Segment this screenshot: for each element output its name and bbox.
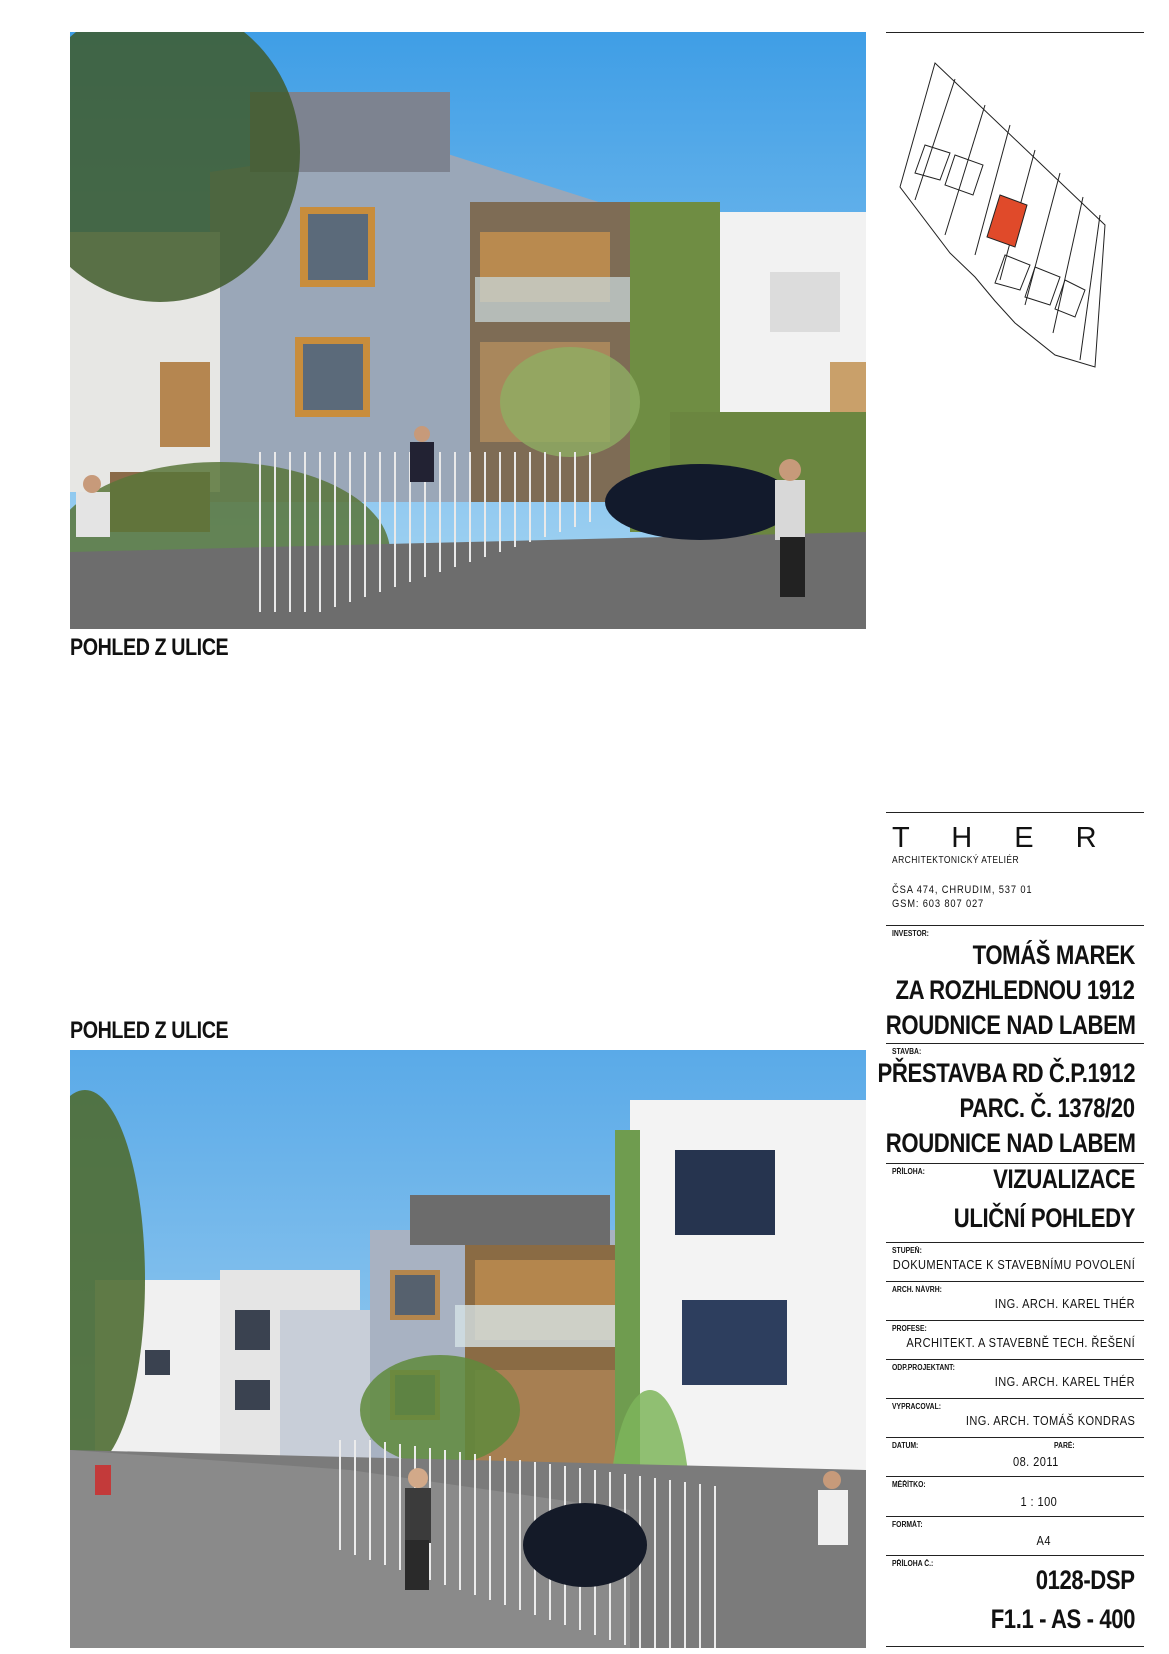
rule-stavba — [886, 1043, 1144, 1044]
firm-address: ČSA 474, CHRUDIM, 537 01 — [892, 884, 1033, 896]
stavba-label: STAVBA: — [892, 1047, 922, 1056]
firm-phone: GSM: 603 807 027 — [892, 898, 985, 910]
rule-priloha — [886, 1163, 1144, 1164]
highlighted-plot — [986, 194, 1028, 248]
vypracoval-label: VYPRACOVAL: — [892, 1402, 941, 1411]
priloha-label: PŘÍLOHA: — [892, 1167, 925, 1176]
profese-value: ARCHITEKT. A STAVEBNĚ TECH. ŘEŠENÍ — [906, 1335, 1135, 1350]
site-plan-top-rule — [886, 32, 1144, 33]
profese-label: PROFESE: — [892, 1324, 927, 1333]
rule-odp-projektant — [886, 1359, 1144, 1360]
arch-navrh-label: ARCH. NÁVRH: — [892, 1285, 942, 1294]
datum-label: DATUM: — [892, 1441, 919, 1450]
priloha-c-label: PŘÍLOHA Č.: — [892, 1559, 934, 1568]
investor-line-3: ROUDNICE NAD LABEM — [885, 1010, 1135, 1040]
stupen-label: STUPEŇ: — [892, 1246, 922, 1255]
title-block-top-rule — [886, 812, 1144, 813]
meritko-label: MĚŘÍTKO: — [892, 1480, 926, 1489]
rule-meritko — [886, 1476, 1144, 1477]
stavba-line-1: PŘESTAVBA RD Č.P.1912 — [877, 1058, 1135, 1088]
datum-value: 08. 2011 — [1013, 1454, 1059, 1469]
bottom-view-caption: POHLED Z ULICE — [70, 1017, 229, 1044]
vypracoval-value: ING. ARCH. TOMÁŠ KONDRAS — [965, 1413, 1135, 1428]
stavba-line-3: ROUDNICE NAD LABEM — [885, 1128, 1135, 1158]
site-plan — [895, 55, 1135, 375]
stavba-line-2: PARC. Č. 1378/20 — [959, 1093, 1136, 1123]
street-view-render-bottom — [70, 1050, 866, 1648]
priloha-line-2: ULIČNÍ POHLEDY — [953, 1203, 1136, 1233]
investor-line-1: TOMÁŠ MAREK — [972, 940, 1136, 970]
priloha-line-1: VIZUALIZACE — [993, 1164, 1135, 1194]
investor-line-2: ZA ROZHLEDNOU 1912 — [895, 975, 1135, 1005]
investor-label: INVESTOR: — [892, 929, 929, 938]
rule-profese — [886, 1320, 1144, 1321]
format-label: FORMÁT: — [892, 1520, 923, 1529]
rule-vypracoval — [886, 1398, 1144, 1399]
rule-datum — [886, 1437, 1144, 1438]
rule-stupen — [886, 1242, 1144, 1243]
street-view-render-top — [70, 32, 866, 629]
rule-investor — [886, 925, 1144, 926]
rule-arch-navrh — [886, 1281, 1144, 1282]
stupen-value: DOKUMENTACE K STAVEBNÍMU POVOLENÍ — [892, 1257, 1135, 1272]
format-value: A4 — [1036, 1533, 1051, 1548]
priloha-c-line-2: F1.1 - AS - 400 — [990, 1604, 1136, 1634]
top-view-caption: POHLED Z ULICE — [70, 634, 229, 661]
rule-format — [886, 1516, 1144, 1517]
odp-projektant-label: ODP.PROJEKTANT: — [892, 1363, 955, 1372]
pare-label: PARÉ: — [1054, 1441, 1075, 1450]
rule-priloha-c — [886, 1555, 1144, 1556]
odp-projektant-value: ING. ARCH. KAREL THÉR — [994, 1374, 1135, 1389]
firm-subtitle: ARCHITEKTONICKÝ ATELIÉR — [892, 855, 1020, 866]
firm-logo: T H E R — [892, 822, 1114, 854]
meritko-value: 1 : 100 — [1020, 1494, 1057, 1509]
title-block-bottom-rule — [886, 1646, 1144, 1647]
arch-navrh-value: ING. ARCH. KAREL THÉR — [994, 1296, 1135, 1311]
priloha-c-line-1: 0128-DSP — [1036, 1565, 1135, 1595]
